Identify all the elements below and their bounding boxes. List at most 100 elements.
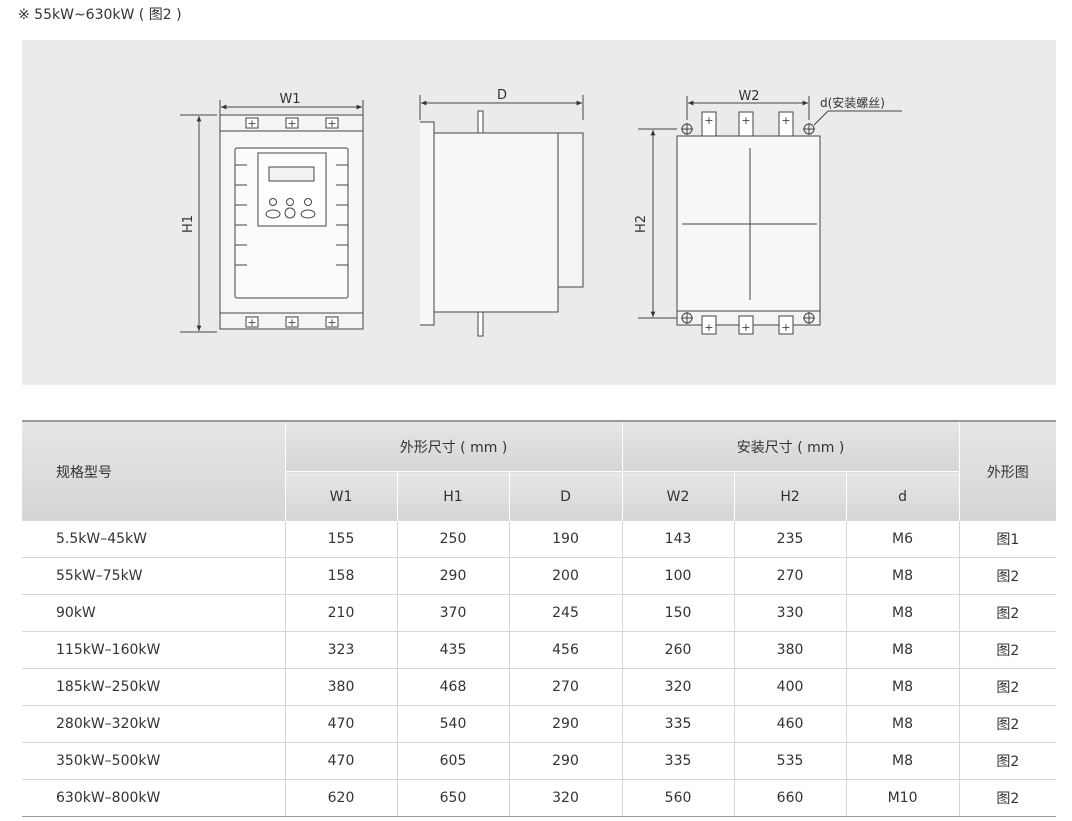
dimension-drawing-svg: +++ +++ W1 H1 D (180, 88, 902, 337)
svg-text:+: + (741, 321, 750, 334)
screw-cell: M10 (846, 779, 960, 817)
figure-cell: 图2 (959, 705, 1057, 743)
h1-cell: 290 (397, 557, 510, 595)
d-cell: 270 (509, 668, 623, 706)
d-cell: 245 (509, 594, 623, 632)
screw-cell: M8 (846, 631, 960, 669)
h1-cell: 468 (397, 668, 510, 706)
model-cell: 350kW–500kW (22, 742, 286, 780)
w1-cell: 155 (285, 521, 398, 558)
model-cell: 5.5kW–45kW (22, 521, 286, 558)
w1-cell: 380 (285, 668, 398, 706)
d-cell: 190 (509, 521, 623, 558)
h2-cell: 330 (734, 594, 847, 632)
h2-cell: 535 (734, 742, 847, 780)
w2-cell: 100 (622, 557, 735, 595)
w2-cell: 143 (622, 521, 735, 558)
w2-cell: 150 (622, 594, 735, 632)
h1-cell: 650 (397, 779, 510, 817)
svg-text:+: + (247, 117, 256, 130)
screw-cell: M6 (846, 521, 960, 558)
svg-text:+: + (247, 316, 256, 329)
svg-text:+: + (287, 117, 296, 130)
back-view-plus-marks: + + + + + + (704, 114, 790, 334)
w2-cell: 335 (622, 742, 735, 780)
screw-cell: M8 (846, 742, 960, 780)
screw-cell: M8 (846, 668, 960, 706)
side-view (419, 95, 584, 337)
header-w2: W2 (622, 471, 735, 521)
figure-cell: 图2 (959, 594, 1057, 632)
screw-label: d(安装螺丝) (820, 95, 885, 110)
h2-cell: 270 (734, 557, 847, 595)
svg-text:+: + (327, 316, 336, 329)
header-h2: H2 (734, 471, 847, 521)
w2-cell: 560 (622, 779, 735, 817)
screw-cell: M8 (846, 705, 960, 743)
svg-text:+: + (704, 114, 713, 127)
figure-cell: 图2 (959, 742, 1057, 780)
h2-cell: 460 (734, 705, 847, 743)
w2-cell: 320 (622, 668, 735, 706)
header-outline-dimensions: 外形尺寸 ( mm ) (285, 421, 623, 472)
w1-cell: 470 (285, 705, 398, 743)
w1-cell: 158 (285, 557, 398, 595)
dimension-drawing: +++ +++ W1 H1 D (22, 40, 1056, 385)
w2-label: W2 (738, 89, 759, 104)
model-cell: 630kW–800kW (22, 779, 286, 817)
svg-text:+: + (704, 321, 713, 334)
header-figure: 外形图 (959, 421, 1057, 521)
screw-cell: M8 (846, 557, 960, 595)
model-cell: 280kW–320kW (22, 705, 286, 743)
w2-cell: 335 (622, 705, 735, 743)
h2-cell: 660 (734, 779, 847, 817)
figure-cell: 图2 (959, 668, 1057, 706)
header-install-dimensions: 安装尺寸 ( mm ) (622, 421, 960, 472)
figure-cell: 图2 (959, 557, 1057, 595)
h2-cell: 235 (734, 521, 847, 558)
figure-cell: 图1 (959, 521, 1057, 558)
figure-cell: 图2 (959, 779, 1057, 817)
w1-cell: 210 (285, 594, 398, 632)
h2-cell: 380 (734, 631, 847, 669)
back-view (638, 96, 902, 335)
header-h1: H1 (397, 471, 510, 521)
h1-label: H1 (181, 215, 196, 233)
header-d-depth: D (509, 471, 623, 521)
header-d-screw: d (846, 471, 960, 521)
svg-text:+: + (781, 321, 790, 334)
w1-cell: 323 (285, 631, 398, 669)
d-cell: 290 (509, 705, 623, 743)
svg-text:+: + (287, 316, 296, 329)
h1-cell: 540 (397, 705, 510, 743)
dimension-table: 规格型号 外形尺寸 ( mm ) 安装尺寸 ( mm ) 外形图 W1 H1 D… (22, 420, 1057, 817)
h2-label: H2 (634, 215, 649, 233)
d-cell: 320 (509, 779, 623, 817)
model-cell: 185kW–250kW (22, 668, 286, 706)
svg-text:+: + (781, 114, 790, 127)
h1-cell: 435 (397, 631, 510, 669)
figure-caption: ※ 55kW~630kW ( 图2 ) (18, 7, 182, 23)
header-model: 规格型号 (22, 421, 286, 521)
figure-cell: 图2 (959, 631, 1057, 669)
model-cell: 115kW–160kW (22, 631, 286, 669)
svg-text:+: + (741, 114, 750, 127)
model-cell: 55kW–75kW (22, 557, 286, 595)
front-view (180, 100, 364, 333)
h1-cell: 370 (397, 594, 510, 632)
d-label: D (497, 88, 507, 103)
d-cell: 456 (509, 631, 623, 669)
h1-cell: 250 (397, 521, 510, 558)
svg-text:+: + (327, 117, 336, 130)
front-view-plus-marks: + + + + + + (247, 117, 336, 329)
model-cell: 90kW (22, 594, 286, 632)
screw-cell: M8 (846, 594, 960, 632)
header-w1: W1 (285, 471, 398, 521)
